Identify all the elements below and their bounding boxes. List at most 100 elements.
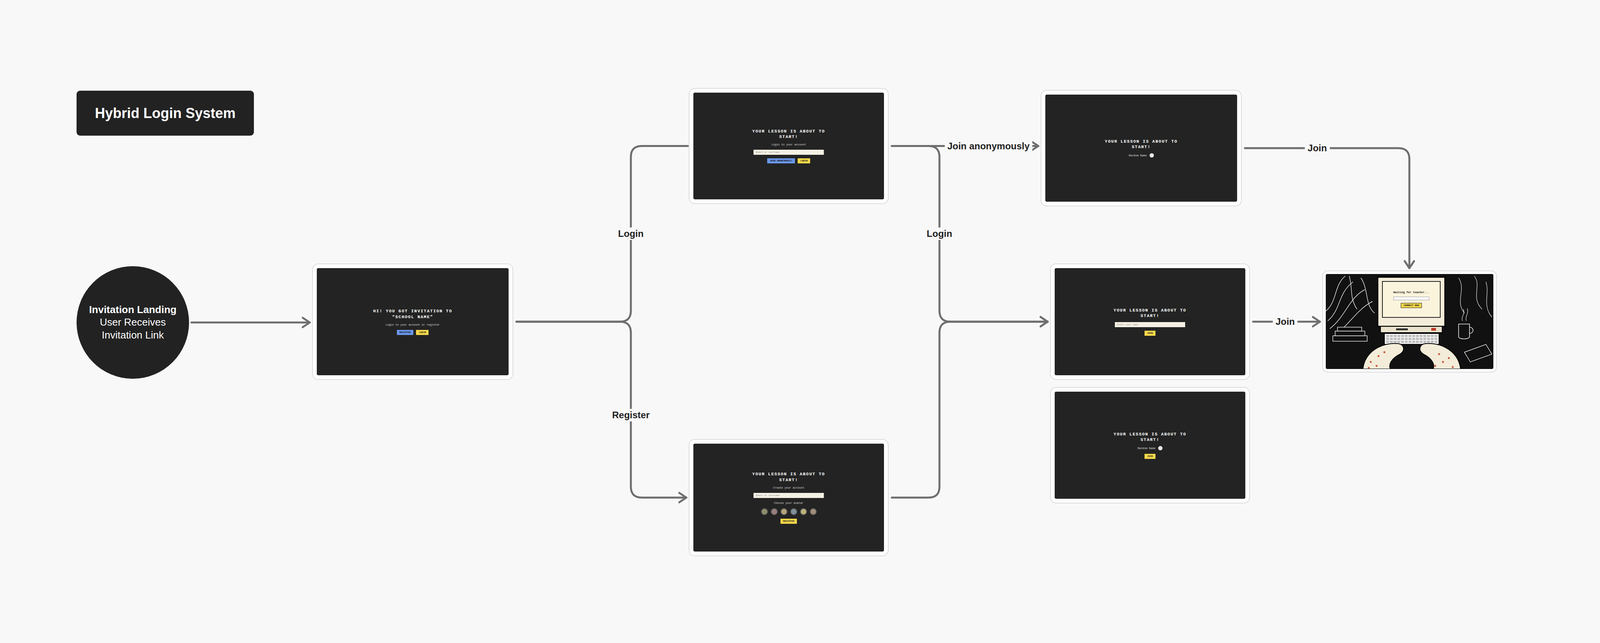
key xyxy=(1401,340,1404,343)
arrow-head xyxy=(302,317,310,327)
screen-mockup: YOUR LESSON IS ABOUT TO START! Create you… xyxy=(688,438,889,556)
disk-slot xyxy=(1396,328,1408,331)
screen-heading: HI! YOU GOT INVITATION TO “SCHOOL NAME” xyxy=(367,308,458,320)
input-field: Email or username xyxy=(753,149,824,155)
connector xyxy=(516,146,688,322)
connector xyxy=(891,146,1048,327)
screen-display: YOUR LESSON IS ABOUT TO START!Random Nam… xyxy=(1045,94,1238,202)
screen-row: Email or username xyxy=(753,149,824,155)
screen-mockup: YOUR LESSON IS ABOUT TO START! Random Nam… xyxy=(1050,386,1250,504)
key xyxy=(1427,340,1431,343)
screen-text: Login to your account or register xyxy=(385,323,440,327)
sleeve-dot xyxy=(1434,364,1437,367)
screen-row: YOUR LESSON IS ABOUT TO START! xyxy=(1105,431,1195,443)
sleeve-dot xyxy=(1451,366,1454,368)
monitor-content: Waiting for teacher...CONNECT NOW xyxy=(1382,281,1441,318)
key xyxy=(1405,340,1408,343)
screen-text: Random Name xyxy=(1137,446,1156,450)
sleeve-dot xyxy=(1442,360,1445,363)
screen-row: JOIN xyxy=(1144,330,1156,336)
button: JOIN ANONYMOUSLY xyxy=(767,158,796,164)
screen-heading: YOUR LESSON IS ABOUT TO START! xyxy=(743,471,834,483)
key xyxy=(1408,340,1412,343)
sleeve-dot xyxy=(1438,353,1441,356)
key xyxy=(1412,337,1416,340)
sleeve-dot xyxy=(1377,355,1380,358)
illustration-frame: Waiting for teacher...CONNECT NOW xyxy=(1322,270,1497,373)
key xyxy=(1393,334,1397,337)
screen-row: Random Name xyxy=(1137,445,1163,450)
screen-row: Choose your avatar xyxy=(773,501,804,505)
book xyxy=(1337,326,1362,331)
connector-line xyxy=(891,321,1048,498)
key xyxy=(1412,340,1416,343)
key xyxy=(1430,340,1434,343)
screen-row: YOUR LESSON IS ABOUT TO START! xyxy=(1096,138,1187,150)
key xyxy=(1430,334,1434,337)
connector xyxy=(191,317,310,327)
edge-label: Join xyxy=(1272,315,1298,328)
plant-line xyxy=(1325,275,1346,311)
screen-row: JOIN ANONYMOUSLYLOGIN xyxy=(767,158,811,164)
sleeve-dot xyxy=(1369,360,1372,363)
connector-line xyxy=(516,321,687,498)
avatar-option xyxy=(809,507,817,515)
avatar-option xyxy=(760,507,768,515)
book xyxy=(1332,335,1368,342)
wall-line xyxy=(1474,275,1483,309)
arrow-head xyxy=(1404,260,1415,268)
sleeve-dot xyxy=(1367,366,1370,369)
key xyxy=(1393,340,1397,343)
key xyxy=(1419,334,1423,337)
button: CONNECT NOW xyxy=(1400,302,1422,308)
screen-row: YOUR LESSON IS ABOUT TO START! xyxy=(743,128,834,140)
right-arm xyxy=(1419,343,1461,369)
screen-mockup: HI! YOU GOT INVITATION TO “SCHOOL NAME” L… xyxy=(312,263,514,380)
connector-line xyxy=(1244,148,1410,268)
edge-label: Login xyxy=(923,227,955,240)
key xyxy=(1434,340,1438,343)
screen-row: HI! YOU GOT INVITATION TO “SCHOOL NAME” xyxy=(367,308,458,320)
button: LOGIN xyxy=(416,329,429,335)
screen-row: REGISTER xyxy=(780,518,798,524)
sleeve-dot xyxy=(1383,351,1386,354)
node-text: Invitation Landing xyxy=(89,303,177,316)
screen-row: YOUR LESSON IS ABOUT TO START! xyxy=(1105,307,1195,319)
screen-row: Create your account xyxy=(773,485,805,490)
desk-illustration xyxy=(1325,273,1494,369)
button: REGISTER xyxy=(396,329,414,335)
screen-text: Login to your account xyxy=(771,142,806,147)
paper xyxy=(1464,344,1492,362)
left-arm xyxy=(1362,343,1404,369)
sleeve-dot xyxy=(1375,364,1378,367)
key xyxy=(1434,334,1438,337)
key xyxy=(1386,340,1390,343)
key xyxy=(1405,337,1408,340)
screen-row xyxy=(760,507,817,515)
plant-line xyxy=(1360,277,1375,313)
screen-row: Email or username xyxy=(753,492,824,498)
screen-text: Choose your avatar xyxy=(773,501,804,505)
connector-line xyxy=(191,321,310,324)
key xyxy=(1419,340,1423,343)
key xyxy=(1393,337,1397,340)
key xyxy=(1390,334,1393,337)
screen-display: YOUR LESSON IS ABOUT TO START! Random Nam… xyxy=(1054,391,1246,499)
avatar-option xyxy=(800,507,808,515)
key xyxy=(1390,340,1393,343)
screen-mockup: YOUR LESSON IS ABOUT TO START! Login to y… xyxy=(688,87,889,204)
key xyxy=(1412,334,1416,337)
button: REGISTER xyxy=(780,518,798,524)
connector xyxy=(891,316,1048,498)
screen-display: YOUR LESSON IS ABOUT TO START! Create you… xyxy=(693,443,884,552)
screen-heading: YOUR LESSON IS ABOUT TO START! xyxy=(1096,138,1187,150)
key xyxy=(1390,337,1393,340)
plant-line xyxy=(1333,301,1373,337)
edge-label: Login xyxy=(615,227,647,240)
screen-row: Login to your account or register xyxy=(385,323,440,327)
key xyxy=(1397,334,1401,337)
node-text: User Receives Invitation Link xyxy=(98,315,168,342)
key xyxy=(1397,337,1401,340)
key xyxy=(1423,337,1427,340)
key xyxy=(1408,334,1412,337)
